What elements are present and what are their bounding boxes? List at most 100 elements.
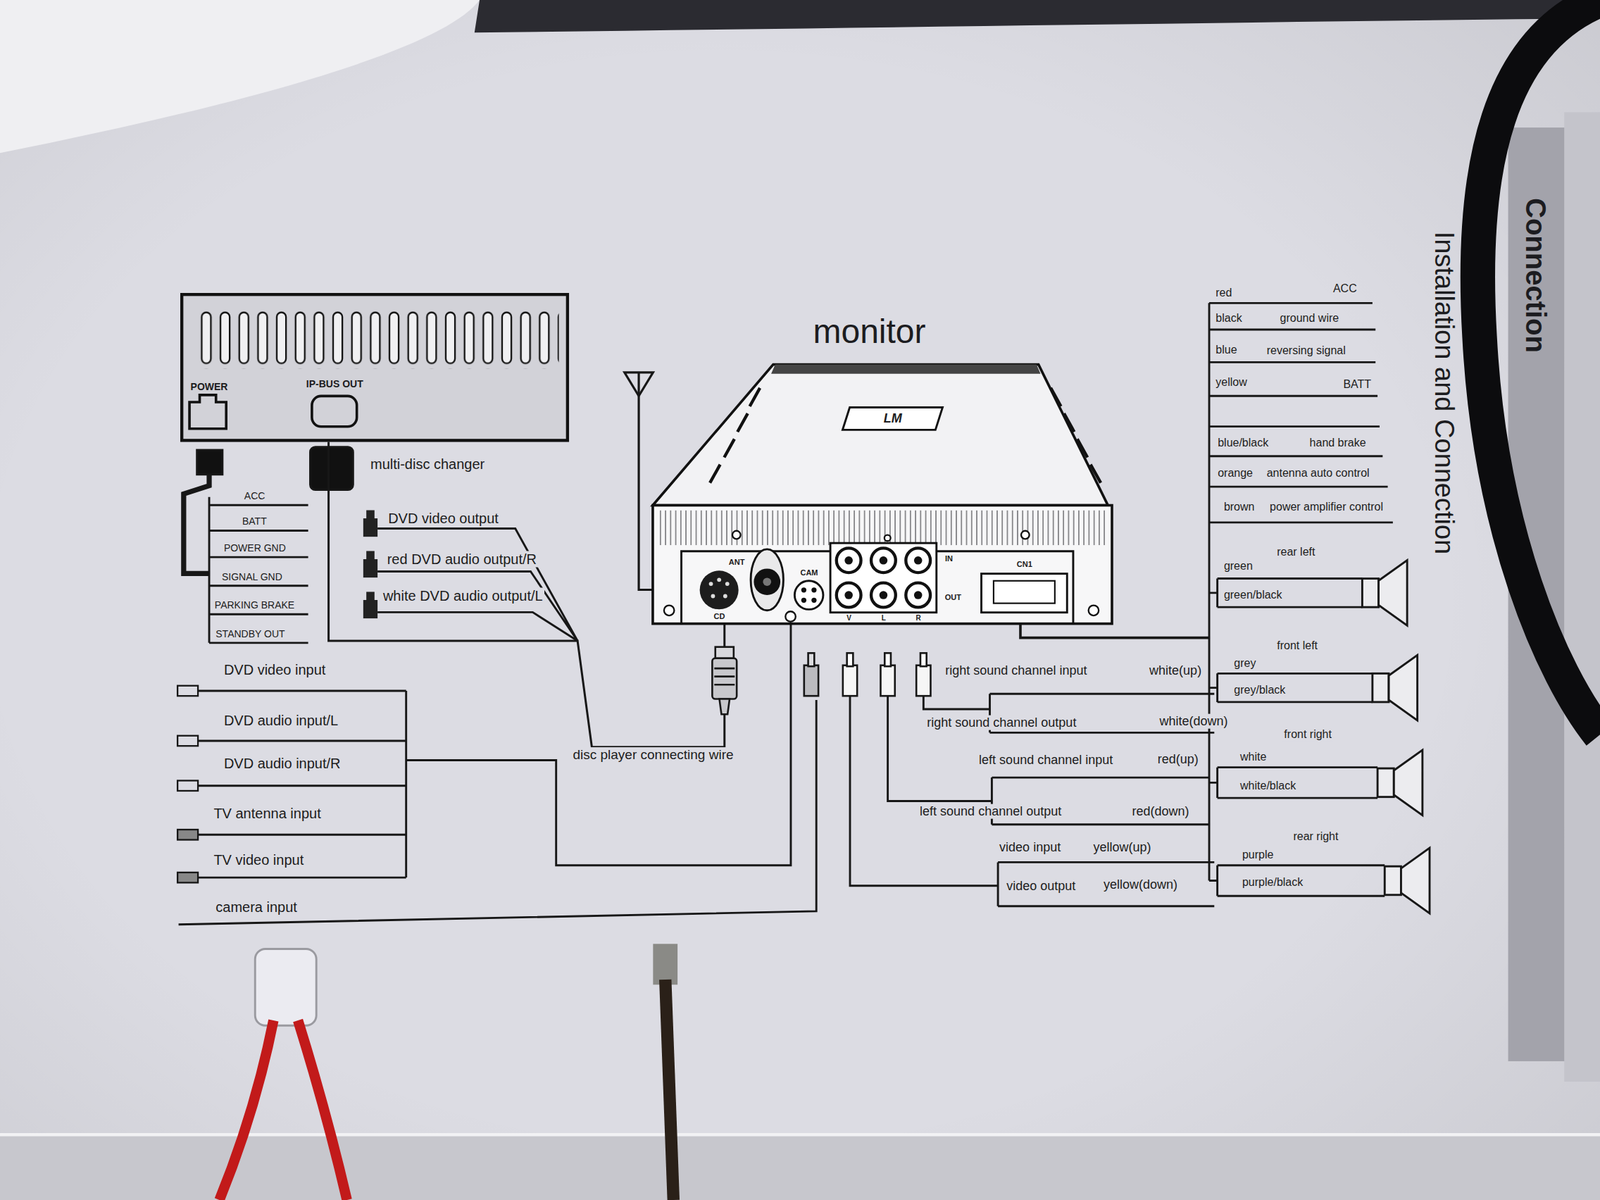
wire-label: camera input: [214, 899, 299, 916]
wire-label: DVD audio input/R: [222, 754, 343, 772]
black-cable: [1477, 0, 1600, 735]
wire-label: video output: [1004, 878, 1077, 893]
unit-name: monitor: [812, 311, 926, 351]
wire-label: right sound channel input: [943, 663, 1089, 679]
wire-label: ACC: [1331, 282, 1359, 296]
power-socket: [190, 395, 227, 429]
rca-jack: [836, 582, 862, 608]
port-label: R: [915, 614, 921, 623]
wire-label: green/black: [1222, 588, 1284, 602]
black-wire: [665, 979, 674, 1200]
port-label: L: [881, 614, 886, 623]
wire-label: front right: [1282, 728, 1334, 741]
wire-label: ground wire: [1278, 311, 1341, 325]
rca-core: [845, 556, 854, 565]
speaker-magnet: [1384, 866, 1401, 896]
power-plug: [197, 450, 223, 475]
port-label: CD: [714, 611, 726, 622]
rca-plug: [916, 665, 931, 696]
rca-plug: [363, 600, 378, 619]
input-leads: [197, 690, 407, 878]
plug-tip: [920, 652, 927, 667]
input-plug: [177, 735, 198, 746]
wire-label: BATT: [1341, 378, 1373, 391]
clear-terminal: [254, 949, 317, 1027]
rca-cores: [845, 556, 923, 600]
wire-label: red: [1214, 286, 1234, 300]
input-feed: [406, 624, 791, 866]
vent-slots: [200, 311, 560, 369]
monitor-top: [652, 364, 1108, 505]
wire-label: antenna auto control: [1265, 466, 1372, 480]
wire-label: grey: [1232, 657, 1258, 670]
wire-label: orange: [1216, 466, 1255, 480]
changer-unit: POWERIP-BUS OUTmulti-disc changer: [180, 292, 570, 443]
wire-label: brown: [1222, 500, 1257, 514]
monitor-unit: monitorLMANTCDCAMINOUTVLRCN1: [611, 306, 1122, 625]
rca-core: [879, 590, 889, 600]
rca-jack: [906, 582, 931, 608]
wire-label: yellow(down): [1102, 877, 1179, 893]
wire-label: DVD video input: [222, 661, 328, 678]
power-harness: [183, 474, 210, 574]
pin: [811, 597, 817, 603]
rca-core: [845, 590, 854, 600]
rca-jack: [906, 547, 931, 573]
wire-label: reversing signal: [1265, 344, 1348, 358]
dark-edge: [474, 0, 1600, 33]
rca-jack: [871, 582, 896, 608]
wire-label: DVD video output: [386, 510, 500, 527]
wire-label: red(up): [1156, 752, 1200, 767]
paper-corner: [0, 0, 480, 153]
plug-neck: [719, 699, 730, 715]
wire-label: white/black: [1238, 779, 1298, 793]
port-label: OUT: [945, 592, 962, 602]
cd-pins: [709, 577, 730, 598]
wire-label: power amplifier control: [1268, 500, 1385, 514]
wire-label: rear right: [1291, 830, 1340, 843]
monitor-top-strip: [771, 364, 1041, 374]
logo-plate: [842, 407, 943, 430]
port-label: IN: [945, 553, 953, 563]
screw: [884, 534, 891, 541]
wire-label: BATT: [240, 515, 269, 527]
wire-label: ACC: [242, 490, 267, 502]
wire-label: DVD audio input/L: [222, 711, 340, 729]
rca-plug-tip: [366, 591, 375, 601]
cd-socket: [700, 570, 739, 610]
speaker-magnet: [1372, 673, 1389, 703]
ip-bus-plug: [309, 447, 353, 491]
monitor-ribs: [659, 509, 1107, 545]
pin: [717, 577, 722, 582]
chapter-heading: Connection: [1519, 197, 1553, 353]
wire-label: white DVD audio output/L: [381, 588, 545, 605]
wire-label: blue/black: [1216, 436, 1270, 450]
screw: [1021, 530, 1030, 539]
wire-label: yellow: [1214, 376, 1248, 389]
port-label: ANT: [728, 557, 746, 567]
pin: [801, 597, 807, 603]
wire-label: black: [1214, 311, 1243, 325]
wire-label: PARKING BRAKE: [213, 599, 296, 611]
speaker-leads: [1209, 578, 1385, 897]
monitor-plugs: [804, 652, 931, 696]
input-plug: [177, 829, 198, 840]
rca-plug: [842, 665, 858, 696]
speaker-magnet: [1377, 768, 1394, 798]
disc-player-plug: [711, 647, 737, 715]
harness-leads: [1209, 302, 1393, 881]
screw: [732, 530, 741, 539]
plug-tip: [884, 652, 891, 667]
power-leads: [209, 497, 309, 643]
rca-plug-tip: [366, 550, 375, 560]
input-plug: [177, 780, 198, 791]
brand-logo: LM: [883, 411, 903, 427]
input-plugs: [177, 685, 198, 884]
speaker-cone: [1388, 654, 1418, 721]
ip-bus-socket: [311, 395, 358, 427]
port-label: CN1: [1016, 559, 1033, 570]
plug-body: [711, 658, 737, 700]
wire-label: POWER GND: [222, 542, 288, 554]
